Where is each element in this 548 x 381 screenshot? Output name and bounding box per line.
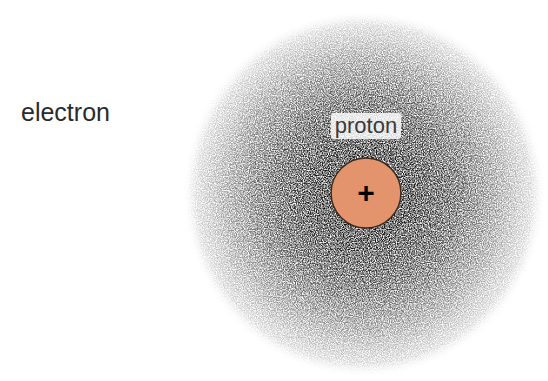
particle-label: electron [21, 97, 110, 127]
proton-circle: + [330, 157, 402, 229]
charge-sign: + [357, 178, 375, 208]
particle-label: proton [331, 113, 401, 139]
